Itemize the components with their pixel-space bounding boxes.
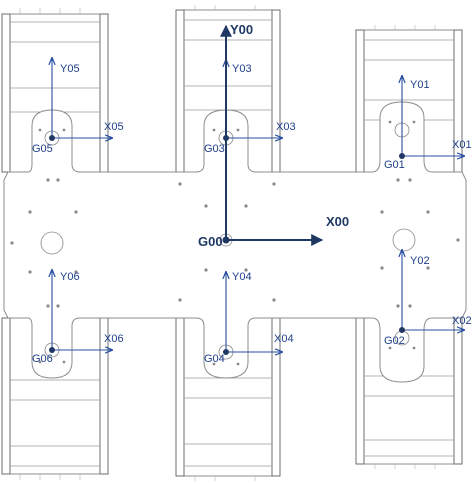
chassis-plate	[3, 101, 467, 383]
frame-g04: G04 X04 Y04	[204, 271, 294, 365]
origin-dot	[49, 347, 55, 353]
x-axis-label: X02	[452, 315, 472, 327]
frame-label: G02	[384, 335, 405, 347]
frame-g06: G06 X06 Y06	[32, 270, 124, 365]
frame-g00: G00 X00 Y00	[198, 22, 349, 249]
frame-label: G01	[384, 159, 405, 171]
origin-dot	[222, 236, 230, 244]
large-hole-left	[40, 231, 64, 255]
mounting-holes	[10, 120, 460, 366]
y-axis-label: Y00	[230, 22, 253, 37]
frame-label: G04	[204, 353, 225, 365]
frame-g01: G01 X01 Y01	[384, 76, 472, 171]
frame-g02: G02 X02 Y02	[384, 250, 472, 347]
frame-label: G05	[32, 143, 53, 155]
x-axis-label: X01	[452, 139, 472, 151]
wheel-module-g06	[1, 317, 109, 480]
large-hole-right	[392, 228, 416, 252]
x-axis-label: X00	[326, 214, 349, 229]
y-axis-label: Y03	[232, 63, 252, 75]
y-axis-label: Y06	[60, 271, 80, 283]
frame-label: G06	[32, 353, 53, 365]
origin-dot	[399, 153, 405, 159]
y-axis-label: Y04	[232, 271, 252, 283]
y-axis-label: Y05	[60, 63, 80, 75]
origin-dot	[223, 349, 229, 355]
x-axis-label: X04	[274, 333, 294, 345]
y-axis-label: Y02	[410, 255, 430, 267]
wheel-module-g05	[1, 8, 109, 173]
y-axis-label: Y01	[410, 79, 430, 91]
frame-label: G03	[204, 143, 225, 155]
origin-dot	[399, 327, 405, 333]
origin-dot	[49, 135, 55, 141]
frame-g03: G03 X03 Y03	[204, 60, 296, 155]
x-axis-label: X05	[104, 121, 124, 133]
x-axis-label: X03	[276, 121, 296, 133]
frame-label: G00	[198, 234, 223, 249]
frame-g05: G05 X05 Y05	[32, 58, 124, 155]
x-axis-label: X06	[104, 333, 124, 345]
